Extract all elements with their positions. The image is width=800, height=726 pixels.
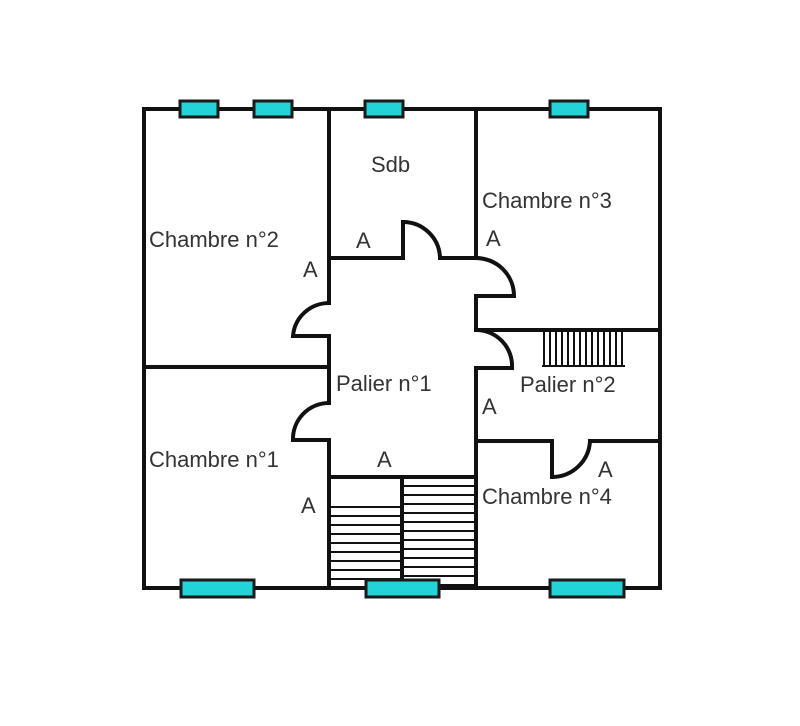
door-chambre3 [473,255,517,298]
door-marker: A [301,493,316,518]
label-palier2: Palier n°2 [520,372,616,397]
door-marker: A [356,228,371,253]
door-marker: A [486,226,501,251]
door-swings [290,219,593,480]
label-chambre4: Chambre n°4 [482,484,612,509]
door-marker: A [598,457,613,482]
door-sdb [400,219,443,261]
door-chambre4 [549,438,593,480]
label-chambre1: Chambre n°1 [149,447,279,472]
stairs [331,332,625,586]
window [548,99,590,119]
window [548,578,626,599]
door-chambre2 [290,300,332,338]
door-chambre1 [290,400,332,442]
windows [178,99,626,599]
label-sdb: Sdb [371,152,410,177]
window [178,99,220,119]
window [363,99,405,119]
window [252,99,294,119]
labels: Chambre n°2 Sdb Chambre n°3 Palier n°1 P… [149,152,616,518]
door-marker: A [482,394,497,419]
window [364,578,441,599]
door-palier2 [473,327,515,371]
label-palier1: Palier n°1 [336,371,432,396]
label-chambre2: Chambre n°2 [149,227,279,252]
window [179,578,256,599]
label-chambre3: Chambre n°3 [482,188,612,213]
door-marker: A [303,257,318,282]
walls [142,107,662,590]
door-marker: A [377,447,392,472]
